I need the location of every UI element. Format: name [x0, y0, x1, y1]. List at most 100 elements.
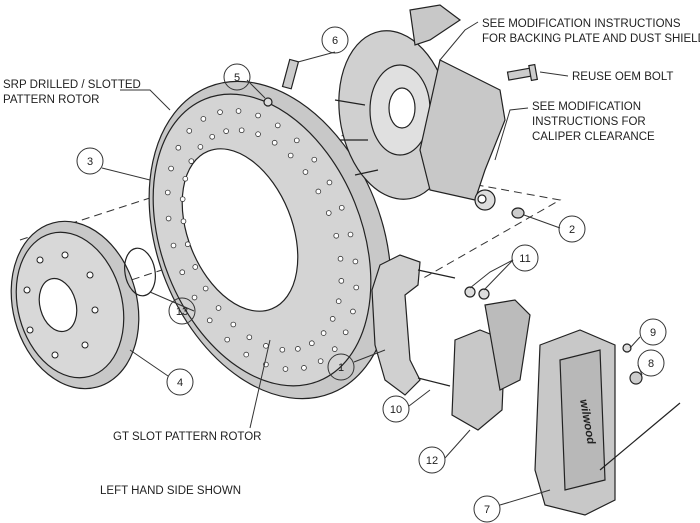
svg-text:6: 6: [332, 35, 338, 47]
svg-text:10: 10: [390, 404, 402, 416]
callout-4: 4: [166, 368, 194, 396]
rotor-drill-hole: [255, 131, 261, 137]
caliper-note-line2: INSTRUCTIONS FOR: [532, 116, 646, 128]
rotor-drill-hole: [230, 321, 237, 328]
rotor-drill-hole: [206, 317, 213, 324]
rotor-drill-hole: [315, 188, 322, 195]
rotor-drill-hole: [295, 346, 301, 352]
rotor-drill-hole: [317, 358, 324, 364]
caliper-note-line3: CALIPER CLEARANCE: [532, 131, 655, 143]
rotor-drill-hole: [353, 284, 360, 291]
washer-9: [622, 343, 632, 353]
backing-plate-note-line2: FOR BACKING PLATE AND DUST SHIELD: [482, 33, 700, 45]
rotor-drill-hole: [311, 156, 318, 163]
rotor-drill-hole: [223, 128, 229, 134]
oem-bolt: [506, 63, 539, 82]
rotor-drill-hole: [202, 285, 209, 292]
rotor-drill-hole: [255, 112, 261, 119]
side-note: LEFT HAND SIDE SHOWN: [100, 485, 241, 497]
rotor-drill-hole: [217, 109, 223, 115]
rotor-drill-hole: [279, 346, 286, 353]
oem-bolt-note: REUSE OEM BOLT: [572, 71, 673, 83]
callout-1: 1: [327, 353, 355, 381]
pad-retaining-pin: [599, 402, 681, 471]
caliper: wilwood: [534, 329, 616, 516]
rotor-drill-hole: [200, 116, 207, 122]
rotor-drill-hole: [215, 305, 222, 311]
callout-12: 12: [418, 446, 446, 474]
rotor-drill-hole: [287, 152, 294, 159]
washer-2: [511, 207, 525, 219]
brake-pads: [451, 299, 531, 431]
rotor-drill-hole: [347, 231, 354, 238]
rotor-drill-hole: [168, 165, 174, 172]
washer-5: [263, 97, 273, 107]
rotor-drill-hole: [329, 316, 336, 322]
rotor-drill-hole: [179, 269, 186, 276]
srp-rotor-label-line1: SRP DRILLED / SLOTTED: [3, 79, 141, 91]
rotor-drill-hole: [209, 133, 215, 140]
rotor-drill-hole: [333, 232, 340, 239]
rotor-drill-hole: [164, 189, 171, 196]
svg-text:1: 1: [338, 362, 344, 374]
callout-5: 5: [223, 63, 251, 91]
rotor-drill-hole: [243, 351, 250, 358]
rotor-drill-hole: [320, 330, 327, 336]
rotor-drill-hole: [293, 137, 300, 144]
svg-text:5: 5: [234, 72, 240, 84]
callout-11: 11: [511, 244, 539, 272]
hub-knuckle: [334, 4, 506, 211]
svg-text:4: 4: [177, 377, 183, 389]
rotor-drill-hole: [350, 308, 356, 315]
rotor-drill-hole: [309, 340, 315, 347]
rotor-drill-hole: [325, 210, 332, 216]
rotor-drill-hole: [197, 144, 204, 150]
gt-rotor-label: GT SLOT PATTERN ROTOR: [113, 431, 261, 443]
svg-text:12: 12: [426, 455, 438, 467]
rotor: [148, 80, 392, 400]
rotor-drill-hole: [175, 144, 182, 151]
rotor-drill-hole: [165, 215, 172, 222]
rotor-drill-hole: [331, 346, 338, 352]
leader-lines: [101, 21, 643, 506]
rotor-drill-hole: [188, 158, 195, 164]
rotor-drill-hole: [246, 334, 253, 341]
rotor-drill-hole: [335, 298, 342, 304]
rotor-drill-hole: [170, 242, 177, 249]
rotor-drill-hole: [179, 196, 186, 202]
rotor-drill-hole: [338, 278, 345, 284]
svg-text:11: 11: [519, 253, 530, 265]
rotor-drill-hole: [338, 204, 345, 211]
caliper-bracket: [371, 254, 421, 396]
rotor-drill-hole: [301, 365, 307, 371]
rotor-drill-hole: [192, 264, 199, 270]
callout-9: 9: [639, 318, 667, 346]
rotor-drill-hole: [271, 139, 278, 146]
callout-3: 3: [76, 147, 104, 175]
rotor-drill-hole: [180, 218, 187, 225]
assembly-axis-line: [419, 179, 562, 281]
srp-rotor-label-line2: PATTERN ROTOR: [3, 94, 99, 106]
nut-8: [629, 371, 643, 385]
backing-plate-note-line1: SEE MODIFICATION INSTRUCTIONS: [482, 18, 681, 30]
svg-text:8: 8: [648, 358, 654, 370]
callout-7: 7: [473, 495, 501, 523]
rotor-drill-hole: [337, 255, 344, 262]
rotor-drill-hole: [238, 127, 245, 134]
bolt-6: [281, 58, 300, 90]
callout-2: 2: [558, 215, 586, 243]
rotor-drill-hole: [186, 128, 193, 134]
callout-8: 8: [637, 349, 665, 377]
svg-text:3: 3: [87, 156, 93, 168]
rotor-drill-hole: [274, 122, 281, 129]
rotor-drill-hole: [326, 179, 333, 186]
rotor-drill-hole: [191, 294, 198, 301]
rotor-drill-hole: [235, 108, 242, 114]
rotor-drill-hole: [342, 329, 349, 336]
o-ring: [124, 247, 156, 297]
callout-13: 13: [168, 297, 196, 325]
assembly-axis-line: [19, 129, 361, 241]
rotor-drill-hole: [224, 336, 231, 343]
